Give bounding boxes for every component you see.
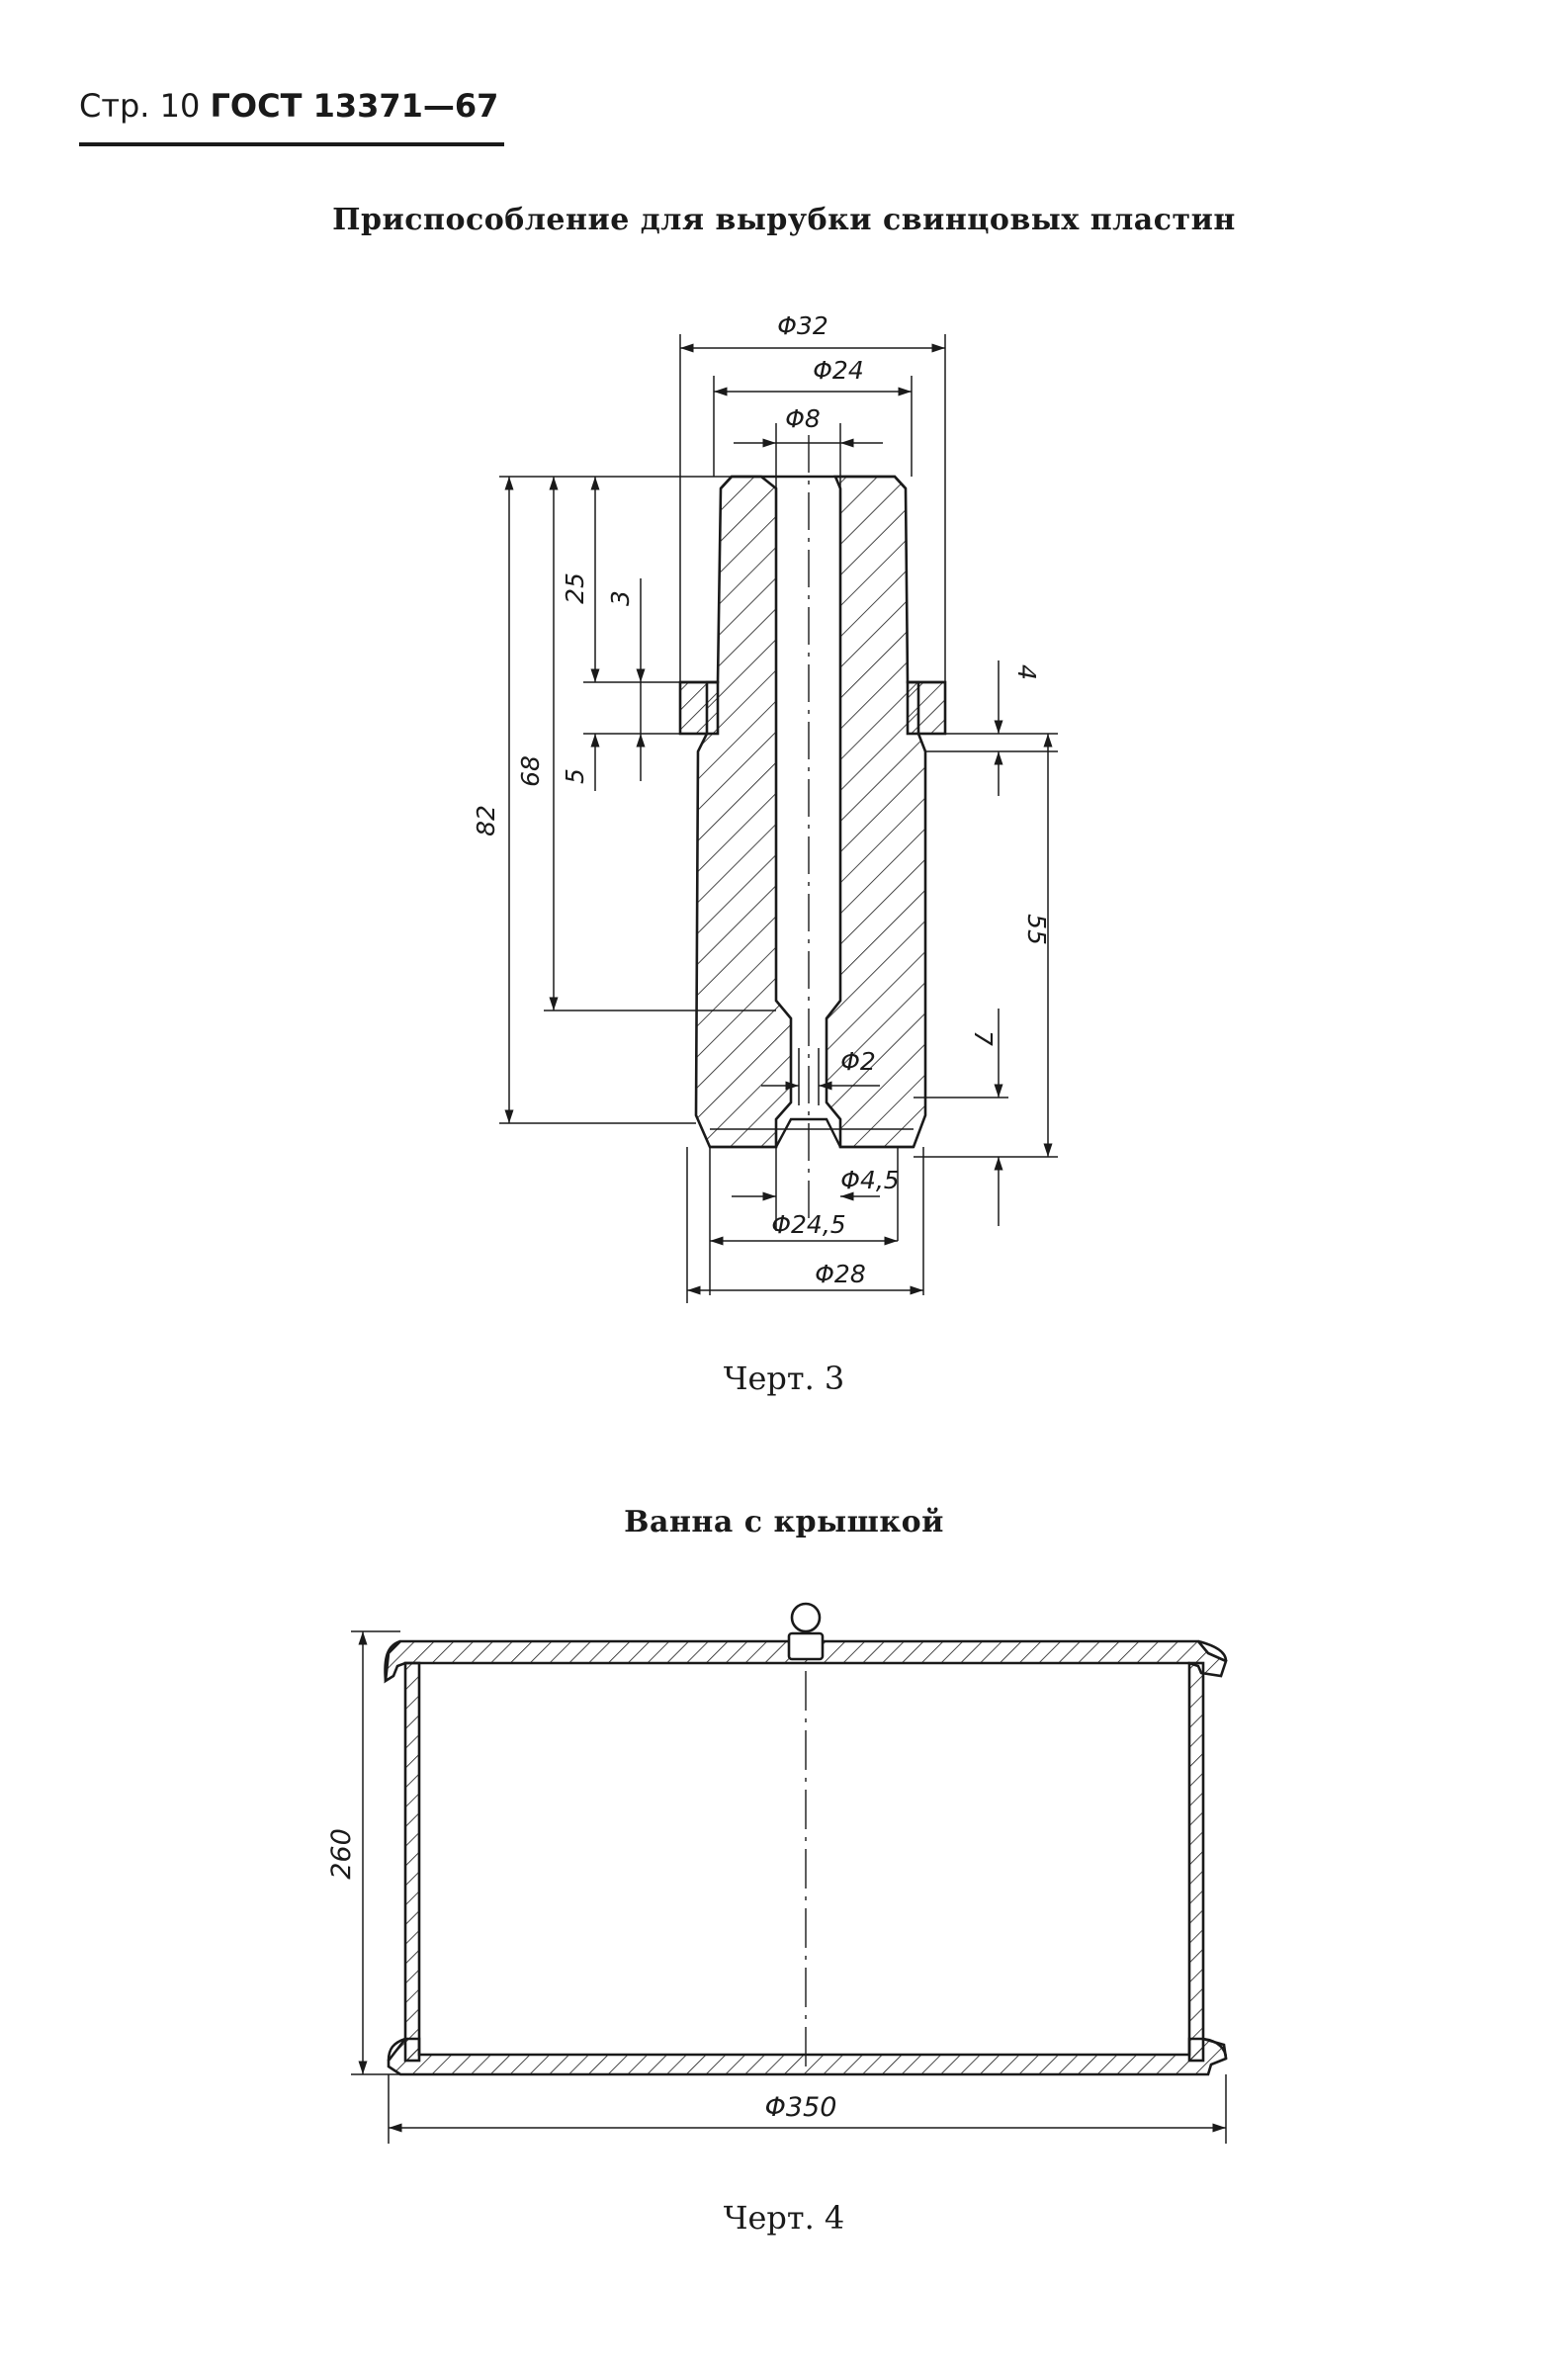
- dim-h68: 68: [516, 755, 545, 787]
- page-number: Стр. 10: [79, 87, 201, 125]
- bath-bottom: [387, 2037, 1228, 2076]
- dim-h7: 7: [969, 1030, 998, 1046]
- dim-h55: 55: [1022, 914, 1051, 945]
- page-header: Стр. 10 ГОСТ 13371—67: [79, 87, 498, 125]
- dim-h25: 25: [561, 572, 589, 604]
- collar-right: [906, 680, 947, 736]
- collar-left: [678, 680, 720, 736]
- dim-h5: 5: [561, 768, 589, 784]
- punch-outline: [720, 475, 907, 489]
- dim-d24-5: Φ24,5: [771, 1210, 845, 1239]
- figure4-caption: Черт. 4: [723, 2199, 845, 2237]
- bottom-recess: [710, 1117, 914, 1149]
- dim-d24: Φ24: [813, 356, 864, 385]
- figure3-title: Приспособление для вырубки свинцовых пла…: [332, 203, 1236, 237]
- dim-d2: Φ2: [840, 1047, 876, 1076]
- dim-h4: 4: [1012, 664, 1041, 680]
- lid-handle: [787, 1602, 825, 1661]
- dim-d350: Φ350: [765, 2092, 837, 2123]
- header-rule: [79, 142, 504, 146]
- central-bore: [775, 488, 841, 1102]
- dim-h82: 82: [472, 805, 500, 836]
- bath-drawing: [384, 1639, 1228, 2076]
- bath-right-wall: [1187, 1661, 1205, 2063]
- dim-d8: Φ8: [785, 404, 821, 433]
- punch-drawing: [678, 475, 947, 1149]
- figure4-title: Ванна с крышкой: [624, 1505, 944, 1539]
- dim-d28: Φ28: [815, 1260, 866, 1288]
- dim-d32: Φ32: [777, 311, 828, 340]
- figure3-caption: Черт. 3: [723, 1360, 845, 1397]
- standard-number: ГОСТ 13371—67: [210, 87, 499, 125]
- dim-h260: 260: [326, 1828, 357, 1880]
- dim-d4-5: Φ4,5: [840, 1166, 899, 1194]
- bath-left-wall: [403, 1661, 421, 2063]
- dim-h3: 3: [606, 590, 635, 606]
